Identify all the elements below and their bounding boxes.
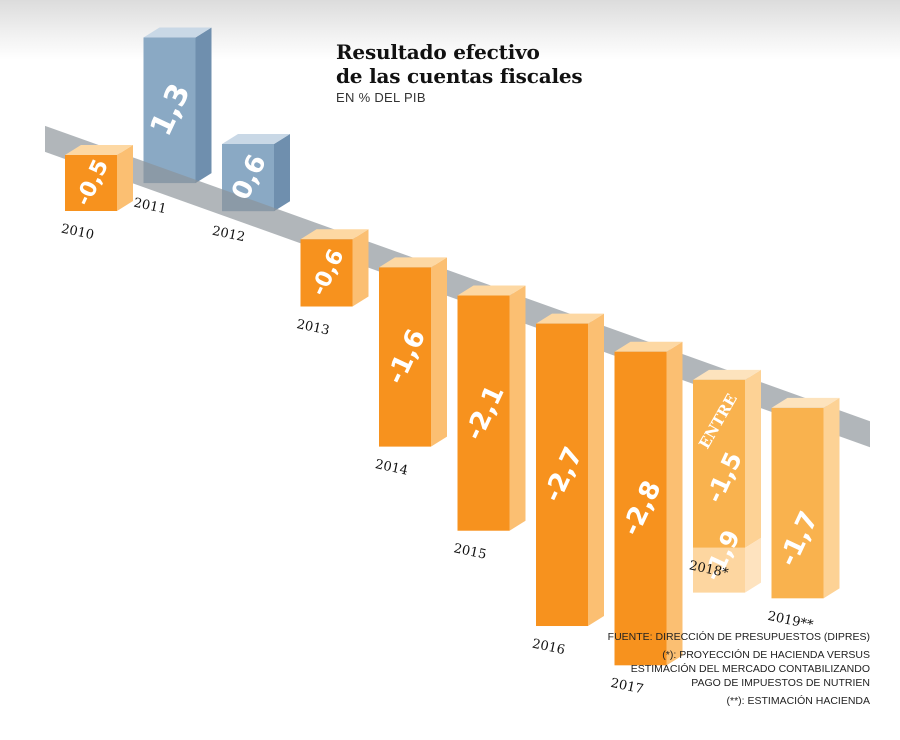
bar-2013-top xyxy=(300,229,369,240)
bar-2011-side xyxy=(195,27,212,184)
bar-2017-top xyxy=(614,341,683,352)
chart-title: Resultado efectivo de las cuentas fiscal… xyxy=(336,40,583,88)
bar-2018-front xyxy=(693,379,745,548)
bar-2019 xyxy=(771,397,840,599)
bar-2011-front xyxy=(143,37,196,184)
bar-2018 xyxy=(693,369,761,548)
chart-title-line-2: de las cuentas fiscales xyxy=(336,64,583,88)
bar-2015 xyxy=(457,285,526,531)
bar-2014-side xyxy=(431,257,447,447)
bar-2011 xyxy=(143,27,212,184)
bar-2013 xyxy=(300,229,369,307)
bar-2014-top xyxy=(379,257,447,268)
bar-2010-side xyxy=(117,145,133,211)
bars-front-layer xyxy=(65,145,840,666)
bar-2010 xyxy=(65,145,133,211)
bar-2013-front xyxy=(300,239,353,307)
chart-title-line-1: Resultado efectivo xyxy=(336,40,540,64)
bar-2012-top xyxy=(222,134,290,145)
bar-2018-range-front xyxy=(693,547,745,593)
year-label: 2014 xyxy=(374,457,409,479)
bar-2017-side xyxy=(666,341,683,666)
bar-2016-front xyxy=(536,323,588,627)
bar-2019-top xyxy=(771,397,840,408)
bar-2010-front xyxy=(65,155,117,211)
bar-2016-side xyxy=(588,313,604,627)
year-label: 2013 xyxy=(295,317,330,339)
bar-2011-top xyxy=(143,27,212,38)
bar-2015-top xyxy=(457,285,526,296)
year-label: 2012 xyxy=(211,224,246,246)
bar-2017 xyxy=(614,341,683,666)
bar-2018-range-side xyxy=(745,537,761,593)
note-estimate: (**): ESTIMACIÓN HACIENDA xyxy=(726,695,870,707)
bar-2010-top xyxy=(65,145,133,155)
chart-subtitle: EN % DEL PIB xyxy=(336,90,426,105)
year-label: 2017 xyxy=(609,676,644,698)
year-label: 2015 xyxy=(452,541,487,563)
note-projection: (*): PROYECCIÓN DE HACIENDA VERSUS ESTIM… xyxy=(630,649,870,689)
bar-2014 xyxy=(379,257,447,447)
note-source: FUENTE: DIRECCIÓN DE PRESUPUESTOS (DIPRE… xyxy=(607,631,870,643)
source-notes: FUENTE: DIRECCIÓN DE PRESUPUESTOS (DIPRE… xyxy=(450,630,870,712)
bar-2015-front xyxy=(457,295,510,531)
bar-2013-side xyxy=(352,229,369,307)
bar-2019-front xyxy=(771,407,824,599)
bar-2017-front xyxy=(614,351,667,666)
year-label: 2016 xyxy=(531,637,566,659)
year-label: 2011 xyxy=(132,196,167,218)
bar-2014-front xyxy=(379,267,431,447)
bar-2018-top xyxy=(693,369,761,380)
bar-2019-side xyxy=(823,397,840,599)
bar-2012-side xyxy=(274,134,290,212)
bar-2015-side xyxy=(509,285,526,531)
year-label: 2010 xyxy=(60,222,95,244)
bar-2016 xyxy=(536,313,604,627)
bar-2018-side xyxy=(745,369,761,548)
bar-2018-range-extension xyxy=(693,537,761,593)
bars-behind-layer xyxy=(143,27,290,212)
bar-2016-top xyxy=(536,313,604,324)
